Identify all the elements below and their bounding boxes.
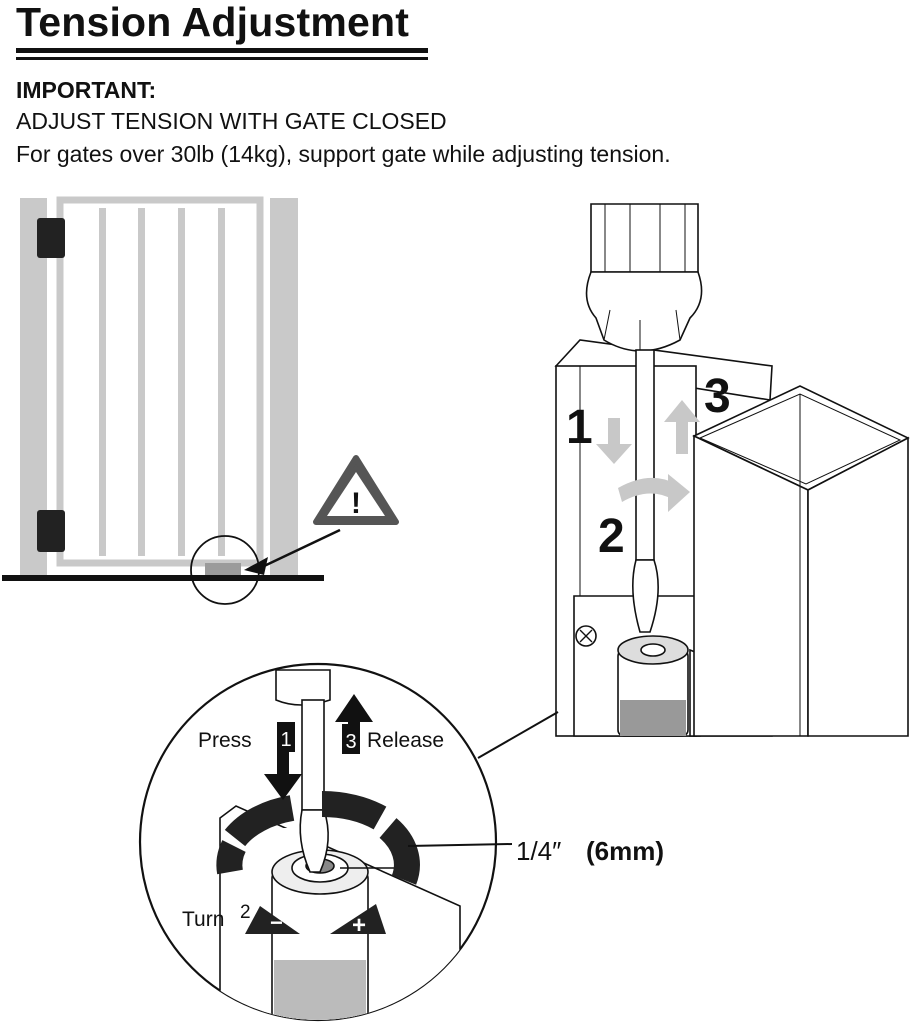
- turn-arrow: [618, 477, 676, 502]
- measurement-metric: (6mm): [586, 836, 664, 866]
- step-3-number: 3: [704, 370, 731, 423]
- loupe-step-3: 3: [345, 731, 356, 753]
- rotation-arrows: [596, 400, 700, 512]
- release-arrow: [664, 400, 700, 422]
- warning-exclamation: !: [351, 487, 361, 520]
- gate-illustration: !: [2, 196, 399, 605]
- loupe-screwdriver-shaft: [301, 699, 325, 811]
- post-illustration: [554, 203, 910, 737]
- lower-hinge: [37, 510, 65, 552]
- floor-line: [2, 575, 324, 581]
- gate-stop: [205, 563, 241, 576]
- upper-hinge: [37, 218, 65, 258]
- important-line-1: ADJUST TENSION WITH GATE CLOSED: [16, 108, 447, 134]
- title-underline-thick: [16, 48, 428, 53]
- gate-frame: [56, 196, 264, 567]
- press-label: Press: [198, 729, 252, 752]
- page-title: Tension Adjustment: [16, 0, 410, 45]
- loupe-step-1: 1: [280, 729, 291, 751]
- gate-bars: [99, 208, 225, 556]
- turn-label: Turn: [182, 908, 224, 931]
- screwdriver-shaft: [635, 349, 655, 561]
- turn-step-2: 2: [240, 902, 251, 923]
- screwdriver-tip: [632, 559, 659, 633]
- step-2-number: 2: [598, 510, 625, 563]
- important-line-2: For gates over 30lb (14kg), support gate…: [16, 141, 671, 167]
- pointer-line: [261, 528, 341, 569]
- measurement-pointer-line: [407, 843, 513, 847]
- release-label: Release: [367, 729, 444, 752]
- plus-arrow: +: [330, 904, 386, 939]
- fence-post-right-face: [807, 436, 909, 737]
- title-underline-thin: [16, 57, 428, 60]
- screwdriver-handle: [590, 203, 699, 273]
- plus-symbol: +: [352, 912, 366, 939]
- press-arrow: [596, 444, 632, 464]
- torque-ring: [216, 790, 420, 885]
- measurement-imperial: 1/4″: [516, 836, 561, 866]
- gate-right-post: [270, 198, 298, 576]
- minus-arrow: −: [245, 906, 300, 935]
- detail-loupe: − + 1 3: [138, 662, 498, 1022]
- loupe-connector-line: [477, 711, 559, 759]
- loupe-press-arrow: [264, 774, 302, 800]
- minus-symbol: −: [270, 910, 283, 935]
- loupe-release-arrow: [335, 694, 373, 722]
- important-heading: IMPORTANT:: [16, 77, 157, 103]
- step-1-number: 1: [566, 401, 593, 454]
- pointer-arrowhead: [244, 557, 268, 575]
- warning-sign: !: [313, 455, 399, 525]
